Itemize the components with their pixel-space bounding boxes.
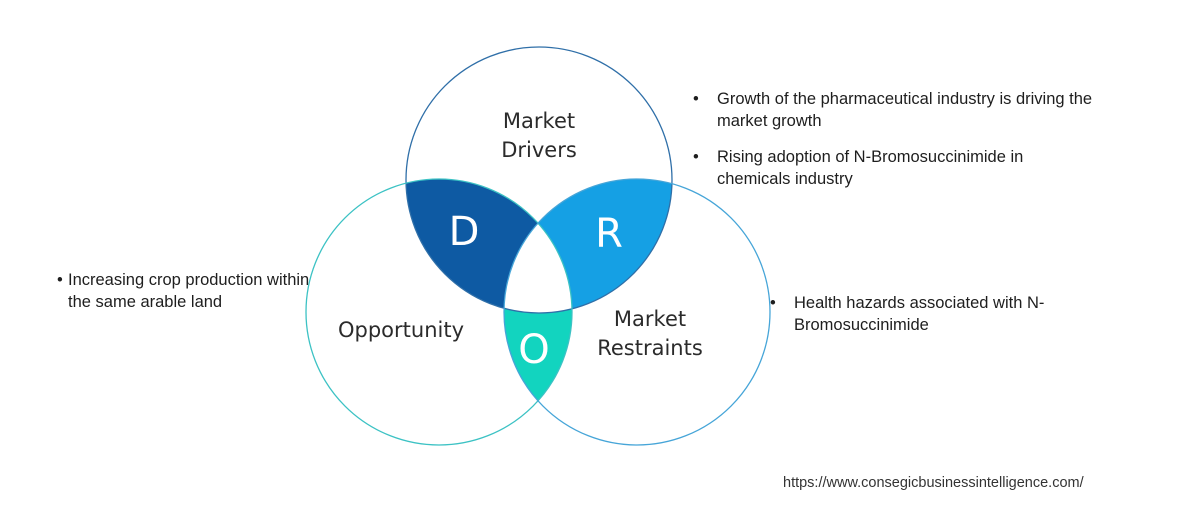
restraints-bullet-list: Health hazards associated with N-Bromosu… [770, 292, 1100, 350]
restraints-label-line2: Restraints [597, 336, 703, 360]
opportunity-item: Increasing crop production within the sa… [57, 269, 317, 313]
drivers-circle [405, 46, 673, 314]
segment-d-letter: D [449, 209, 480, 255]
driver-item: Rising adoption of N-Bromosuccinimide in… [693, 146, 1093, 190]
drivers-label-line2: Drivers [501, 138, 577, 162]
restraints-label-line1: Market [614, 307, 686, 331]
segment-r-letter: R [595, 211, 623, 257]
opportunity-bullet-list: Increasing crop production within the sa… [57, 269, 317, 327]
segment-o-letter: O [518, 327, 549, 373]
source-url: https://www.consegicbusinessintelligence… [783, 475, 1084, 491]
restraint-item: Health hazards associated with N-Bromosu… [770, 292, 1100, 336]
opportunity-label: Opportunity [338, 318, 464, 342]
drivers-label-line1: Market [503, 109, 575, 133]
driver-item: Growth of the pharmaceutical industry is… [693, 88, 1093, 132]
drivers-bullet-list: Growth of the pharmaceutical industry is… [693, 88, 1093, 204]
